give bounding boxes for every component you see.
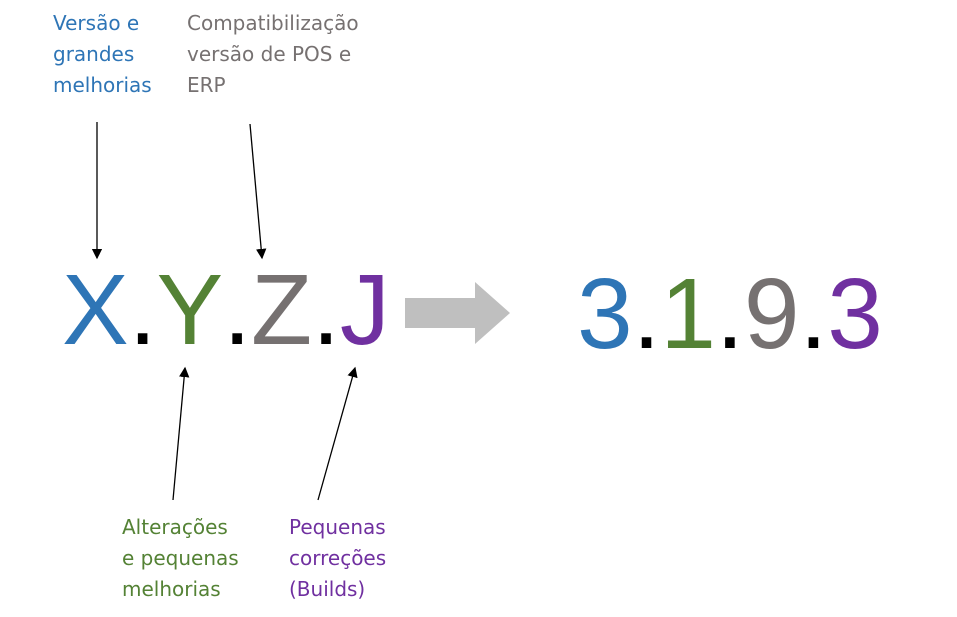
pattern-sep: .: [223, 254, 251, 366]
label-builds: Pequenas correções (Builds): [289, 515, 387, 601]
pattern-y: Y: [156, 254, 224, 366]
example-x: 3: [577, 258, 633, 370]
arrow-to-z: [249, 123, 267, 260]
pattern-j: J: [339, 254, 390, 366]
label-major-version: Versão e grandes melhorias: [53, 11, 152, 97]
label-minor-changes: Alterações e pequenas melhorias: [122, 515, 239, 601]
pattern-x: X: [62, 254, 129, 366]
pattern-sep: .: [128, 254, 157, 366]
big-right-arrow-icon: [405, 282, 510, 344]
example-sep: .: [799, 258, 828, 370]
version-example: 3 . 1 . 9 . 3: [577, 264, 883, 364]
pattern-z: Z: [251, 254, 313, 366]
example-j: 3: [827, 258, 883, 370]
example-sep: .: [716, 258, 744, 370]
version-pattern: X . Y . Z . J: [62, 260, 390, 360]
arrow-to-y: [172, 366, 190, 501]
pattern-sep: .: [312, 254, 340, 366]
example-z: 9: [743, 258, 800, 370]
arrow-to-j: [317, 366, 358, 501]
example-y: 1: [660, 258, 717, 370]
label-compatibility: Compatibilização versão de POS e ERP: [187, 11, 359, 97]
example-sep: .: [632, 258, 661, 370]
